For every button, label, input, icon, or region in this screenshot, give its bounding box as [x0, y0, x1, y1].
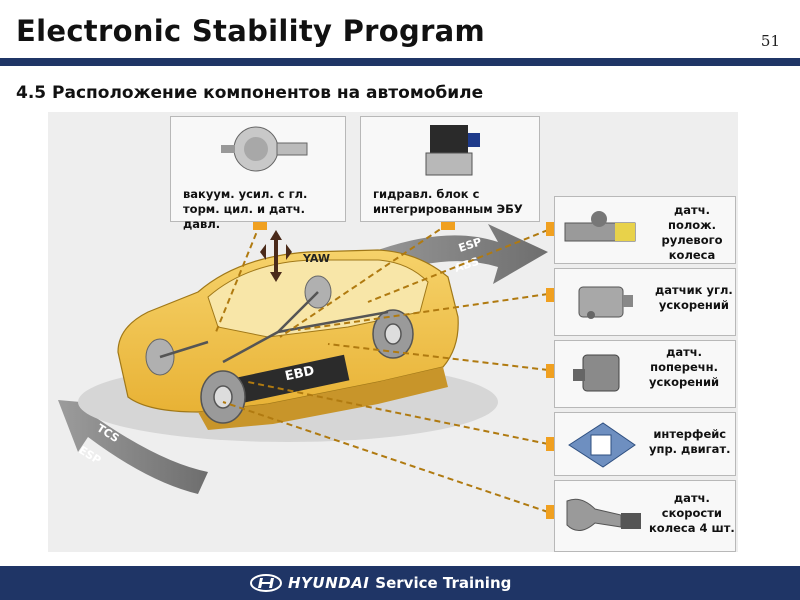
- callout-engine-interface: интерфейс упр. двигат.: [554, 412, 736, 476]
- leader-lines: [215, 223, 549, 513]
- hydraulic-unit-icon: [425, 125, 480, 176]
- ebd-band: [226, 354, 350, 406]
- section-subtitle: 4.5 Расположение компонентов на автомоби…: [16, 83, 484, 103]
- yaw-label: YAW: [302, 252, 330, 265]
- wheel-front-left: [200, 370, 246, 424]
- hydraulic-unit-label: гидравл. блок с интегрированным ЭБУ: [373, 187, 523, 216]
- callout-vacuum-booster: вакуум. усил. с гл. торм. цил. и датч. д…: [170, 116, 346, 231]
- wheel-speed-sensor-label: датч. скорости колеса 4 шт.: [649, 491, 735, 535]
- footer-branding: HYUNDAI Service Training: [250, 574, 511, 592]
- header-rule: [0, 58, 800, 66]
- engine-interface-icon: [568, 422, 636, 468]
- page-number: 51: [760, 32, 780, 50]
- hyundai-logo-icon: [250, 574, 282, 592]
- callout-yaw-rate-sensor: датчик угл. ускорений: [554, 268, 736, 336]
- ebd-label: EBD: [284, 363, 316, 384]
- arrow-label-esp-bottom: ESP: [76, 444, 103, 467]
- slide-title: Electronic Stability Program: [16, 14, 486, 48]
- callout-steering-sensor: датч. полож. рулевого колеса: [554, 196, 736, 264]
- steering-sensor-label: датч. полож. рулевого колеса: [661, 203, 723, 262]
- car-cutaway-diagram: ESP ABS TCS ESP EBD: [58, 220, 554, 519]
- wheel-rear-right: [372, 309, 414, 359]
- brand-name: HYUNDAI: [288, 574, 370, 592]
- vacuum-booster-icon: [221, 126, 308, 172]
- engine-interface-label: интерфейс упр. двигат.: [649, 427, 731, 456]
- esp-component-illustration: ESP ABS TCS ESP EBD: [48, 112, 738, 552]
- callout-lateral-accel-sensor: датч. поперечн. ускорений: [554, 340, 736, 408]
- vacuum-booster-label: вакуум. усил. с гл. торм. цил. и датч. д…: [183, 187, 308, 231]
- rotation-arrow-bottom: [58, 400, 208, 494]
- yaw-rate-sensor-label: датчик угл. ускорений: [655, 283, 733, 312]
- connector-markers: [253, 220, 554, 519]
- lateral-accel-sensor-icon: [573, 354, 620, 392]
- lateral-accel-sensor-label: датч. поперечн. ускорений: [649, 345, 720, 389]
- wheel-speed-sensor-icon: [566, 498, 641, 531]
- yaw-arrows: [260, 230, 292, 282]
- service-training-label: Service Training: [375, 574, 512, 592]
- steering-sensor-icon: [564, 211, 636, 242]
- callout-hydraulic-unit: гидравл. блок с интегрированным ЭБУ: [360, 116, 540, 222]
- callout-wheel-speed-sensor: датч. скорости колеса 4 шт.: [554, 480, 736, 552]
- brake-lines: [159, 291, 389, 364]
- footer-bar: HYUNDAI Service Training: [0, 566, 800, 600]
- yaw-rate-sensor-icon: [578, 286, 633, 319]
